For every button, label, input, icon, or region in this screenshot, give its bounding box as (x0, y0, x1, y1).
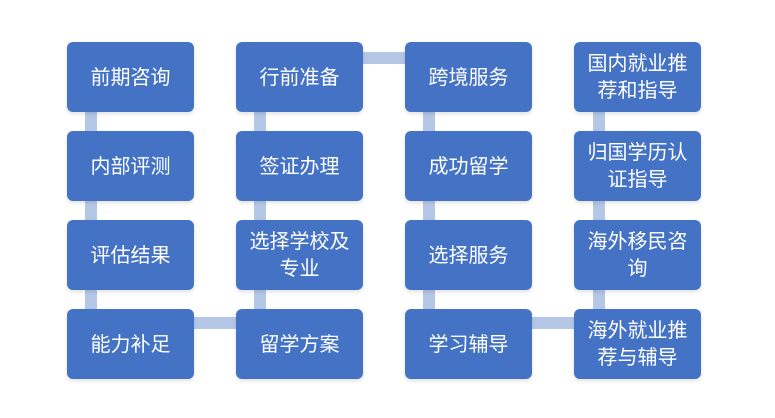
node-label: 评估结果 (90, 242, 171, 267)
connector-c1-c2-bottom (194, 317, 236, 329)
node-study-tutoring: 学习辅导 (405, 309, 532, 379)
node-label: 内部评测 (90, 153, 171, 178)
node-label: 国内就业推荐和指导 (587, 51, 688, 102)
node-label: 签证办理 (259, 153, 340, 178)
node-pre-consultation: 前期咨询 (67, 42, 194, 112)
connector-c3-1-2 (423, 112, 435, 132)
node-pre-departure-prep: 行前准备 (236, 42, 363, 112)
connector-c4-3-4 (593, 290, 605, 310)
node-label: 前期咨询 (90, 64, 171, 89)
node-label: 跨境服务 (428, 64, 509, 89)
connector-c3-c4-bottom (532, 317, 574, 329)
connector-c2-2-3 (254, 201, 266, 221)
node-visa-processing: 签证办理 (236, 131, 363, 201)
node-label: 选择服务 (428, 242, 509, 267)
connector-c2-c3-top (363, 52, 405, 64)
node-assessment-result: 评估结果 (67, 220, 194, 290)
node-label: 留学方案 (259, 331, 340, 356)
connector-c2-1-2 (254, 112, 266, 132)
connector-c3-3-4 (423, 290, 435, 310)
node-school-major-selection: 选择学校及专业 (236, 220, 363, 290)
node-label: 选择学校及专业 (249, 229, 350, 280)
node-skill-enhancement: 能力补足 (67, 309, 194, 379)
node-overseas-job-guidance: 海外就业推荐与辅导 (574, 309, 701, 379)
node-internal-assessment: 内部评测 (67, 131, 194, 201)
node-label: 归国学历认证指导 (587, 140, 688, 191)
connector-c4-2-3 (593, 201, 605, 221)
node-label: 行前准备 (259, 64, 340, 89)
node-degree-certification-guidance: 归国学历认证指导 (574, 131, 701, 201)
connector-c2-3-4 (254, 290, 266, 310)
node-label: 学习辅导 (428, 331, 509, 356)
node-label: 能力补足 (90, 331, 171, 356)
connector-c1-3-4 (85, 290, 97, 310)
node-label: 海外就业推荐与辅导 (587, 318, 688, 369)
node-service-selection: 选择服务 (405, 220, 532, 290)
connector-c1-1-2 (85, 112, 97, 132)
node-overseas-immigration-consulting: 海外移民咨询 (574, 220, 701, 290)
node-label: 海外移民咨询 (587, 229, 688, 280)
connector-c3-2-3 (423, 201, 435, 221)
connector-c4-1-2 (593, 112, 605, 132)
connector-c1-2-3 (85, 201, 97, 221)
node-successful-enrollment: 成功留学 (405, 131, 532, 201)
node-domestic-job-guidance: 国内就业推荐和指导 (574, 42, 701, 112)
node-study-abroad-plan: 留学方案 (236, 309, 363, 379)
node-cross-border-service: 跨境服务 (405, 42, 532, 112)
node-label: 成功留学 (428, 153, 509, 178)
